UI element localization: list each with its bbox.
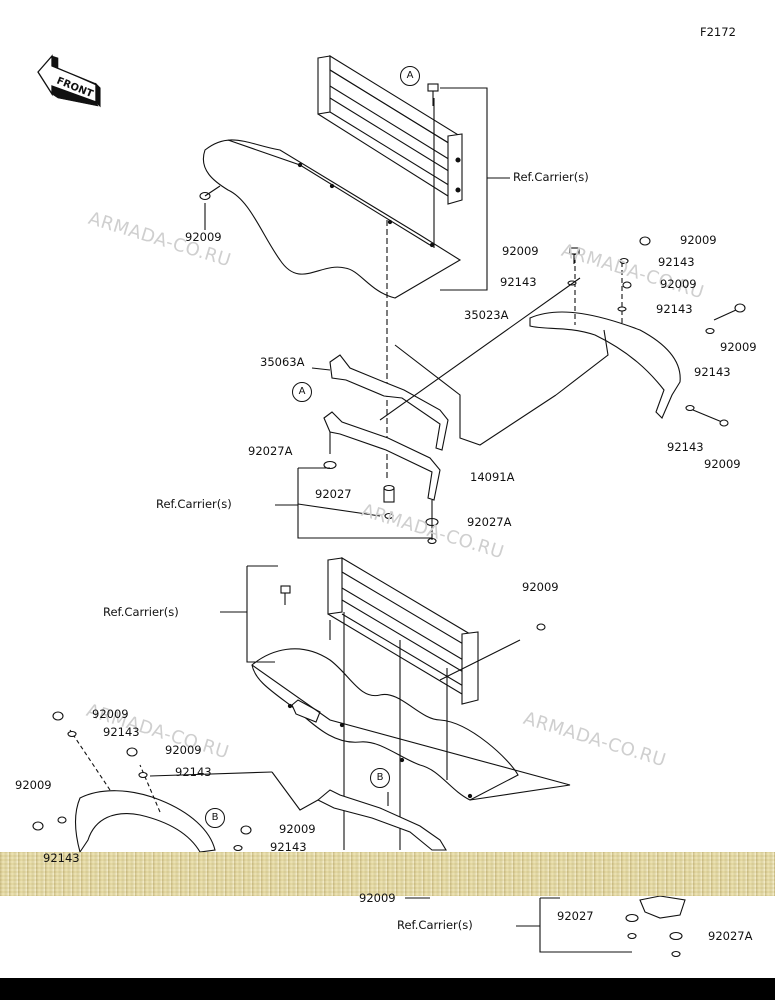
part-label-92009: 92009 [185,230,222,244]
bolt-icon [199,185,221,201]
part-label-92009: 92009 [680,233,717,247]
part-label-14091A: 14091A [470,470,515,484]
part-label-92027A: 92027A [467,515,512,529]
figure-code: F2172 [700,25,736,39]
part-label-92143: 92143 [656,302,693,316]
part-label-92009: 92009 [502,244,539,258]
bottom-black-bar [0,978,775,1000]
part-label-92143: 92143 [43,851,80,865]
part-label-92009: 92009 [660,277,697,291]
lower-tailgate-assembly [32,557,686,958]
part-label-92027A: 92027A [708,929,753,943]
image-artifact-band [0,852,775,896]
part-label-92143: 92143 [667,440,704,454]
part-label-92027A: 92027A [248,444,293,458]
bolt-icon [280,585,291,605]
ref-carrier-label: Ref.Carrier(s) [513,170,589,184]
part-label-92143: 92143 [658,255,695,269]
part-label-92009: 92009 [165,743,202,757]
ref-carrier-label: Ref.Carrier(s) [103,605,179,619]
ref-carrier-label: Ref.Carrier(s) [397,918,473,932]
part-label-92009: 92009 [15,778,52,792]
part-label-92143: 92143 [694,365,731,379]
part-label-92009: 92009 [92,707,129,721]
part-label-92009: 92009 [279,822,316,836]
part-label-92009: 92009 [720,340,757,354]
part-label-92009: 92009 [522,580,559,594]
part-label-92143: 92143 [500,275,537,289]
callout-a-marker: A [292,382,312,402]
part-label-92009: 92009 [704,457,741,471]
bolt-icon [569,247,580,264]
ref-carrier-label: Ref.Carrier(s) [156,497,232,511]
part-label-92143: 92143 [175,765,212,779]
part-label-92009: 92009 [359,891,396,905]
part-label-92027: 92027 [557,909,594,923]
callout-b-marker: B [370,768,390,788]
front-arrow-icon: FRONT [37,54,101,108]
part-label-92143: 92143 [270,840,307,854]
part-label-92027: 92027 [315,487,352,501]
callout-a-marker: A [400,66,420,86]
upper-tailgate-assembly [199,55,746,545]
part-label-35023A: 35023A [464,308,509,322]
bolt-icon [427,83,439,106]
part-label-35063A: 35063A [260,355,305,369]
callout-b-marker: B [205,808,225,828]
part-label-92143: 92143 [103,725,140,739]
